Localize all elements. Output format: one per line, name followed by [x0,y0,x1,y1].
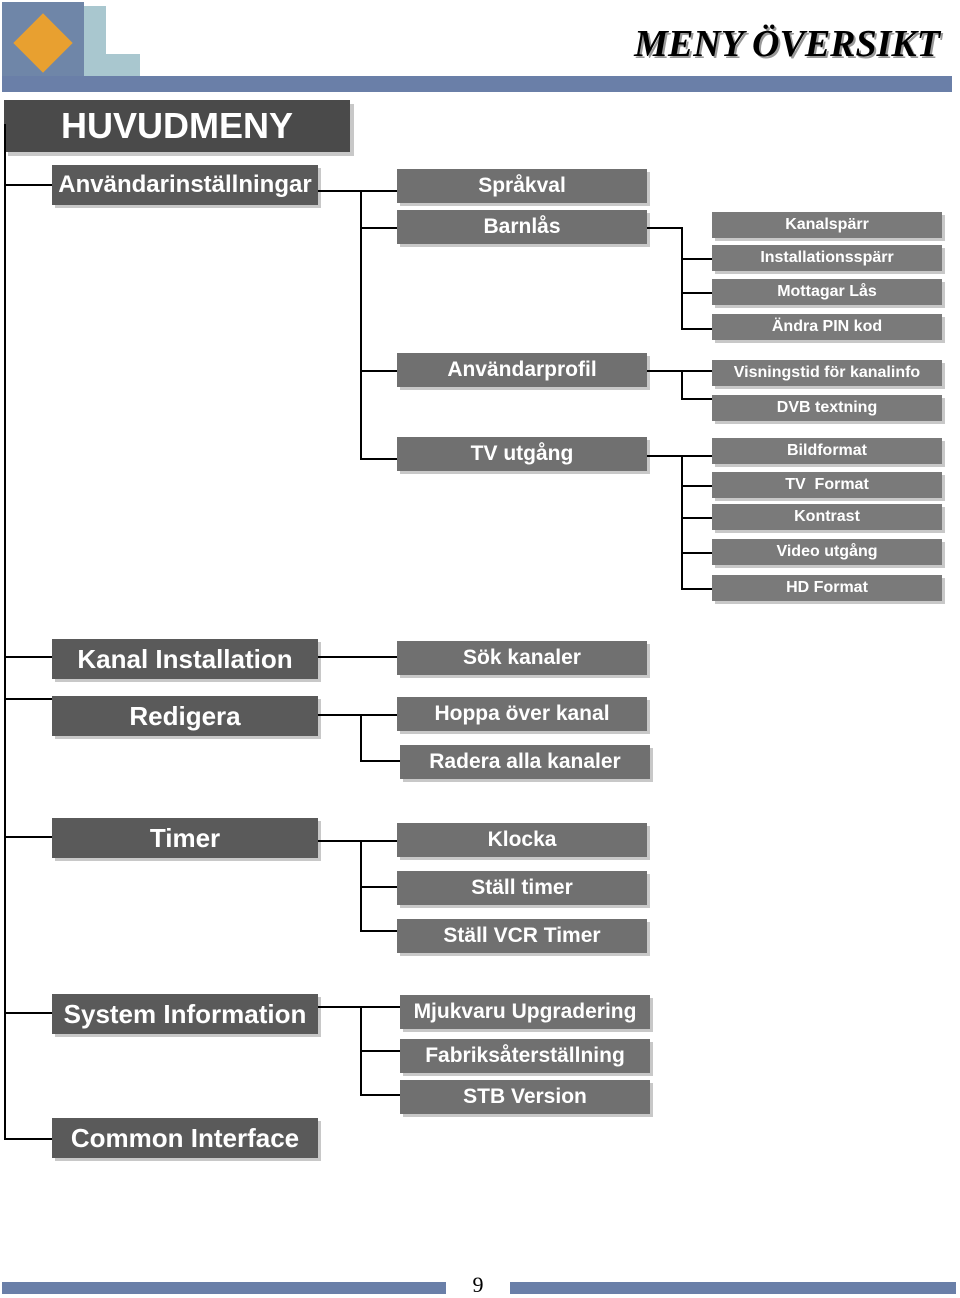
connector [4,698,52,700]
menu-video-output[interactable]: Video utgång [712,539,942,565]
menu-edit[interactable]: Redigera [52,696,318,736]
connector [681,258,713,260]
menu-tv-output[interactable]: TV utgång [397,437,647,471]
connector [360,370,398,372]
menu-user-profile[interactable]: Användarprofil [397,353,647,387]
menu-system-information[interactable]: System Information [52,994,318,1034]
header-stripe [2,76,952,92]
connector [647,455,713,457]
logo-bottom-bar [84,54,140,76]
menu-info-display-time[interactable]: Visningstid för kanalinfo [712,360,942,386]
menu-delete-all-channels[interactable]: Radera alla kanaler [400,745,650,779]
menu-channel-lock[interactable]: Kanalspärr [712,212,942,238]
menu-picture-format[interactable]: Bildformat [712,438,942,464]
menu-skip-channel[interactable]: Hoppa över kanal [397,697,647,731]
menu-dvb-subtitles[interactable]: DVB textning [712,395,942,421]
menu-set-timer[interactable]: Ställ timer [397,871,647,905]
menu-change-pin[interactable]: Ändra PIN kod [712,314,942,340]
connector [681,517,713,519]
branch-spine [360,714,362,762]
menu-set-vcr-timer[interactable]: Ställ VCR Timer [397,919,647,953]
connector [647,370,713,372]
menu-user-settings[interactable]: Användarinställningar [52,165,318,205]
connector [360,930,398,932]
menu-stb-version[interactable]: STB Version [400,1080,650,1114]
connector [318,190,398,192]
connector [318,656,398,658]
connector [681,398,713,400]
connector [360,886,398,888]
menu-tv-format[interactable]: TV Format [712,472,942,498]
menu-software-upgrade[interactable]: Mjukvaru Upgradering [400,995,650,1029]
connector [360,1094,400,1096]
connector [681,485,713,487]
menu-timer[interactable]: Timer [52,818,318,858]
branch-spine [681,227,683,329]
footer-stripe-left [2,1282,446,1294]
menu-hd-format[interactable]: HD Format [712,575,942,601]
connector [4,1138,52,1140]
connector [360,458,398,460]
connector [4,656,52,658]
connector [318,1006,400,1008]
menu-clock[interactable]: Klocka [397,823,647,857]
connector [360,760,400,762]
menu-common-interface[interactable]: Common Interface [52,1118,318,1158]
branch-spine [681,455,683,589]
branch-spine [681,370,683,400]
connector [318,840,398,842]
connector [360,227,398,229]
page-title: MENY ÖVERSIKT [634,23,940,65]
connector [681,588,713,590]
page-number: 9 [472,1272,484,1297]
connector [360,1050,400,1052]
menu-search-channels[interactable]: Sök kanaler [397,641,647,675]
footer-stripe-right [510,1282,956,1294]
main-menu-title: HUVUDMENY [4,100,350,152]
connector [4,836,52,838]
branch-spine [360,190,362,460]
menu-channel-installation[interactable]: Kanal Installation [52,639,318,679]
tree-spine [4,124,6,1140]
menu-parental-lock[interactable]: Barnlås [397,210,647,244]
menu-contrast[interactable]: Kontrast [712,504,942,530]
logo [0,0,140,92]
menu-factory-reset[interactable]: Fabriksåterställning [400,1039,650,1073]
connector [318,714,398,716]
connector [681,552,713,554]
connector [4,184,52,186]
connector [4,1012,52,1014]
menu-receiver-lock[interactable]: Mottagar Lås [712,279,942,305]
connector [647,227,683,229]
menu-installation-lock[interactable]: Installationsspärr [712,245,942,271]
connector [681,328,713,330]
connector [681,292,713,294]
menu-language[interactable]: Språkval [397,169,647,203]
